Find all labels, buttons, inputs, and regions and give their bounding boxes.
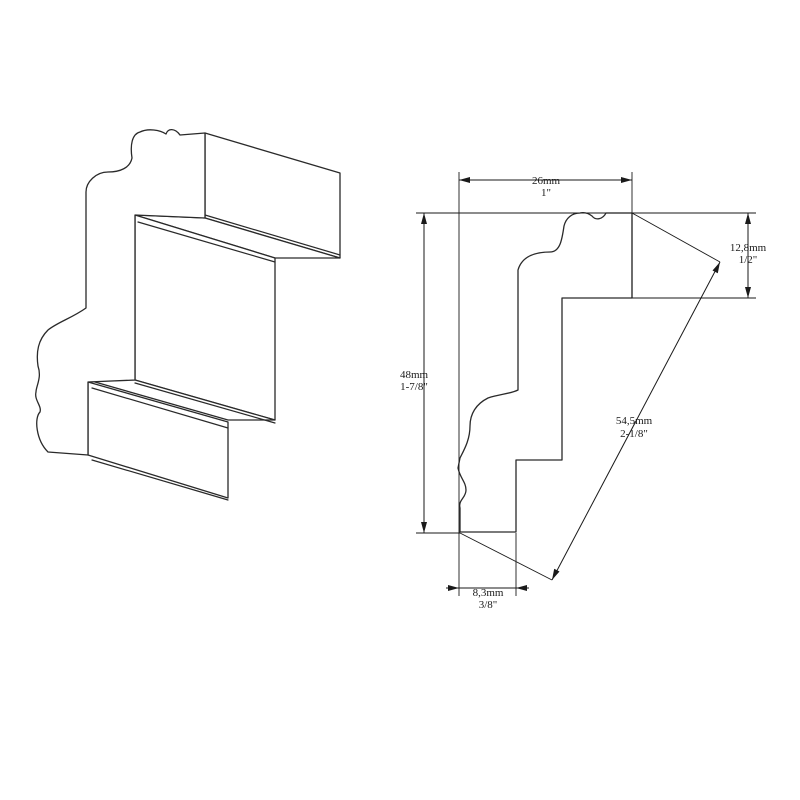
- edge-line: [134, 382, 276, 424]
- extension-line: [631, 212, 721, 263]
- edge-line: [204, 214, 341, 256]
- end-profile: [35, 128, 206, 456]
- edge-line: [137, 221, 276, 263]
- diagonal-imperial: 2-1/8": [620, 428, 648, 440]
- molding-profile-view: [457, 211, 633, 533]
- top-width-metric: 26mm: [532, 175, 561, 187]
- top-depth-metric: 12,8mm: [730, 242, 767, 254]
- molding-3d-view: [35, 128, 341, 501]
- extension-line: [459, 532, 553, 581]
- diagonal-dim-line: [551, 261, 721, 581]
- dimension-lines: [416, 172, 756, 596]
- profile-outline: [457, 211, 633, 533]
- height-metric: 48mm: [400, 369, 429, 381]
- bottom-width-imperial: 3/8": [479, 599, 498, 611]
- top-depth-imperial: 1/2": [739, 254, 758, 266]
- bottom-width-metric: 8,3mm: [473, 587, 504, 599]
- diagonal-metric: 54,5mm: [616, 415, 653, 427]
- edge-line: [91, 459, 229, 501]
- edge-line: [91, 387, 229, 429]
- height-imperial: 1-7/8": [400, 381, 428, 393]
- top-width-imperial: 1": [541, 187, 551, 199]
- dimension-labels: 26mm 1" 48mm 1-7/8" 12,8mm 1/2" 54,5mm 2…: [400, 175, 767, 611]
